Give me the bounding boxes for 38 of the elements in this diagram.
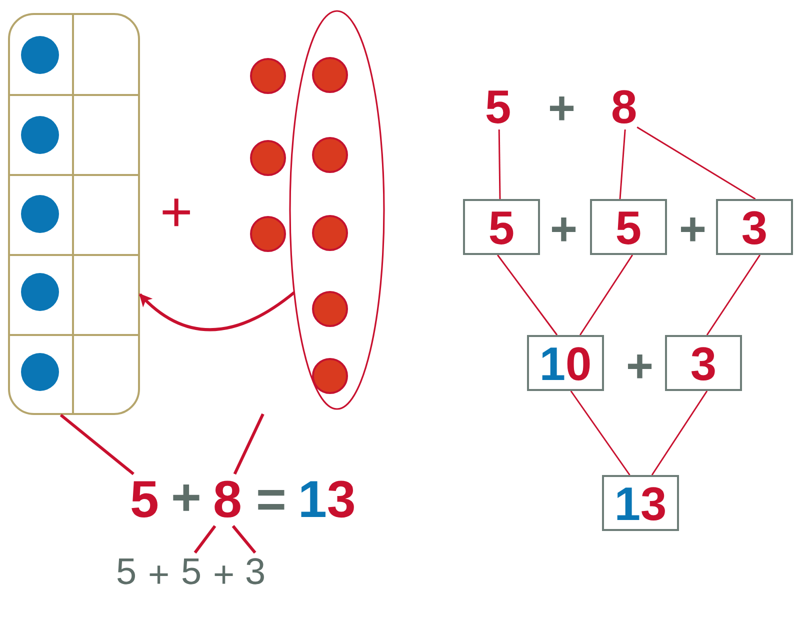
part-number: 5 xyxy=(116,552,137,590)
number-box: 10 xyxy=(527,335,604,391)
connector-line xyxy=(579,254,634,336)
connector-line xyxy=(706,254,761,336)
number-box: 13 xyxy=(602,475,679,531)
connector-line xyxy=(194,525,216,554)
plus-sign: + xyxy=(548,84,576,130)
connector-line xyxy=(497,254,558,336)
connector-line xyxy=(570,390,630,476)
connector-line xyxy=(232,525,256,554)
equals-sign: = xyxy=(256,474,286,526)
curved-arrow xyxy=(138,291,296,332)
part-number: 3 xyxy=(245,552,266,590)
ten-frame xyxy=(8,13,140,415)
plus-sign: + xyxy=(160,184,193,240)
number-box: 3 xyxy=(716,199,793,255)
grouping-ellipse xyxy=(289,10,385,410)
connector-line xyxy=(636,126,756,200)
connector-line xyxy=(651,390,708,476)
plus-sign: + xyxy=(550,204,578,252)
leader-line xyxy=(233,413,264,475)
connector-line xyxy=(619,129,626,200)
number-box: 3 xyxy=(665,335,742,391)
plus-sign: + xyxy=(679,204,706,252)
connector-line xyxy=(498,129,501,200)
number-box: 5 xyxy=(590,199,667,255)
plus-sign: + xyxy=(213,556,235,592)
plus-sign: + xyxy=(148,556,170,592)
plus-sign: + xyxy=(626,342,654,388)
sum-number: 13 xyxy=(298,474,356,526)
addend-number: 8 xyxy=(611,82,638,130)
addend-number: 8 xyxy=(213,474,242,526)
addend-number: 5 xyxy=(485,82,512,130)
number-box: 5 xyxy=(463,199,540,255)
plus-sign: + xyxy=(171,472,202,524)
part-number: 5 xyxy=(181,552,202,590)
connector-line xyxy=(60,414,134,476)
addend-number: 5 xyxy=(130,474,159,526)
